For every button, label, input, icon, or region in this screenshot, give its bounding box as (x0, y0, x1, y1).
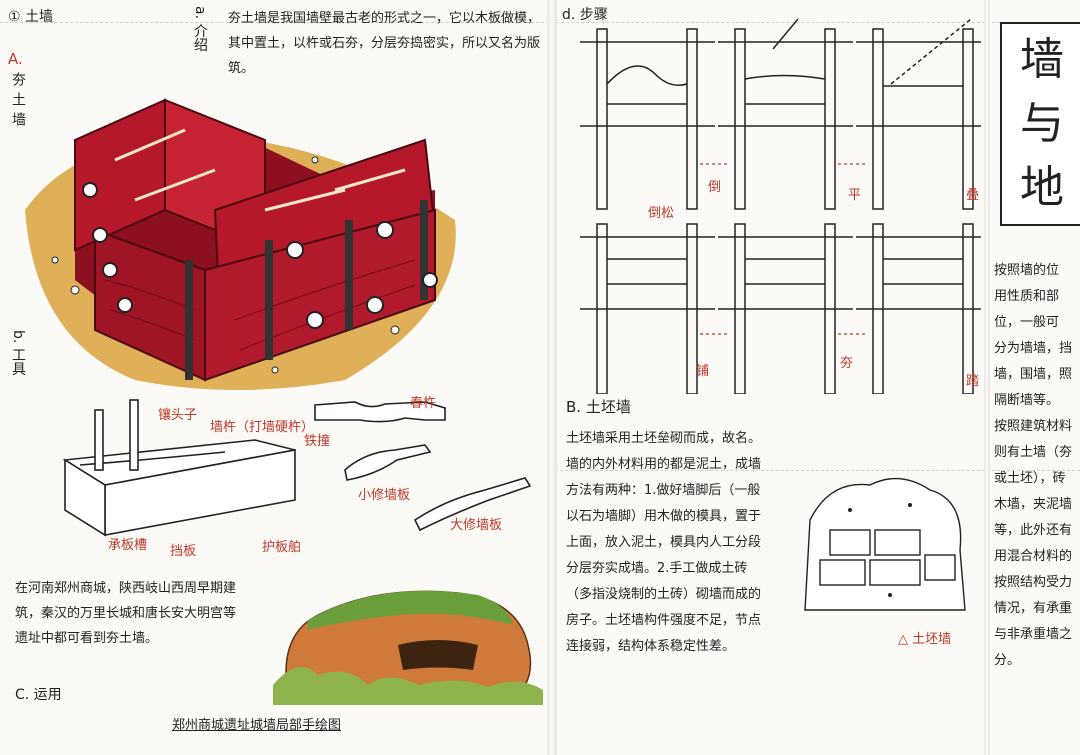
tool-label-large-board: 大修墙板 (450, 518, 503, 533)
ruin-caption: 郑州商城遗址城墙局部手绘图 (172, 718, 342, 733)
right-text: 按照墙的位 用性质和部 位，一般可 分为墙墙，挡 墙，围墙，照 隔断墙等。 按照… (994, 258, 1080, 674)
tool-label-shuttle: 镶头子 (158, 408, 198, 423)
title-char-3: 地 (1020, 162, 1064, 213)
tool-label-brace: 护板舶 (262, 540, 302, 555)
tool-label-side-board: 承板槽 (108, 538, 148, 553)
sub-a-label: A. (8, 50, 23, 68)
right-text-line: 则有土墙（夯 (994, 445, 1073, 460)
right-text-line: 情况，有承重 (994, 601, 1073, 616)
adobe-text: 土坯墙采用土坯垒砌而成，故名。墙的内外材料用的都是泥土，成墙方法有两种：1.做好… (566, 431, 762, 654)
step-label-6: 踏 (966, 374, 980, 389)
step-label-3: 叠 (966, 188, 980, 203)
right-text-line: 等，此外还有 (994, 523, 1073, 538)
step-label-1: 倒 (708, 180, 722, 195)
intro-text: 夯土墙是我国墙壁最古老的形式之一，它以木板做模，其中置土，以杵或石夯，分层夯捣密… (228, 11, 541, 76)
right-text-line: 用性质和部 (994, 289, 1060, 304)
right-text-line: 按照结构受力 (994, 575, 1073, 590)
adobe-wall-illustration (804, 477, 966, 611)
step-label-2: 平 (848, 188, 862, 203)
right-text-line: 木墙，夹泥墙 (994, 497, 1073, 512)
tool-label-pounder: 墙杵（打墙硬杵） (210, 420, 315, 435)
page-gutter-left (547, 0, 557, 755)
right-text-line: 隔断墙等。 (994, 393, 1060, 408)
usage-text: 在河南郑州商城，陕西岐山西周早期建筑，秦汉的万里长城和唐长安大明宫等遗址中都可看… (15, 581, 237, 646)
tools-illustration (62, 399, 532, 537)
tool-label-small-board: 小修墙板 (358, 488, 411, 503)
title-box: 墙 与 地 (1000, 22, 1080, 226)
right-text-line: 用混合材料的 (994, 549, 1073, 564)
right-text-line: 与非承重墙之 (994, 627, 1073, 642)
right-text-line: 按照墙的位 (994, 263, 1060, 278)
formwork-illustration (25, 98, 456, 390)
sub-b-title: B. 土坯墙 (566, 398, 631, 416)
ruin-illustration (273, 590, 543, 705)
tool-label-spine: 春杵 (410, 396, 437, 411)
usage-label: C. 运用 (15, 687, 62, 703)
title-char-2: 与 (1020, 98, 1064, 149)
right-text-line: 分为墙墙，挡 (994, 341, 1073, 356)
tool-label-clip: 挡板 (170, 544, 197, 559)
section-number: ① 土墙 (8, 9, 54, 25)
intro-label: a. 介绍 (192, 6, 208, 52)
title-char-1: 墙 (1020, 34, 1064, 85)
sub-a-title: 夯土墙 (10, 72, 26, 132)
tool-label-iron: 铁撞 (304, 434, 331, 449)
steps-label: d. 步骤 (562, 7, 608, 23)
adobe-caption: △ 土坯墙 (898, 632, 952, 647)
step-label-4: 铺 (696, 364, 710, 379)
right-text-line: 墙，围墙，照 (994, 367, 1073, 382)
step-arrow-label: 倒松 (648, 206, 675, 221)
right-text-line: 按照建筑材料 (994, 419, 1073, 434)
step-label-5: 夯 (840, 356, 854, 371)
right-text-line: 分。 (994, 653, 1021, 668)
tools-label: b. 工具 (10, 330, 26, 376)
steps-illustration (580, 18, 981, 394)
page-gutter-right (984, 0, 990, 755)
right-text-line: 位，一般可 (994, 315, 1060, 330)
right-text-line: 或土坯），砖 (994, 471, 1066, 486)
